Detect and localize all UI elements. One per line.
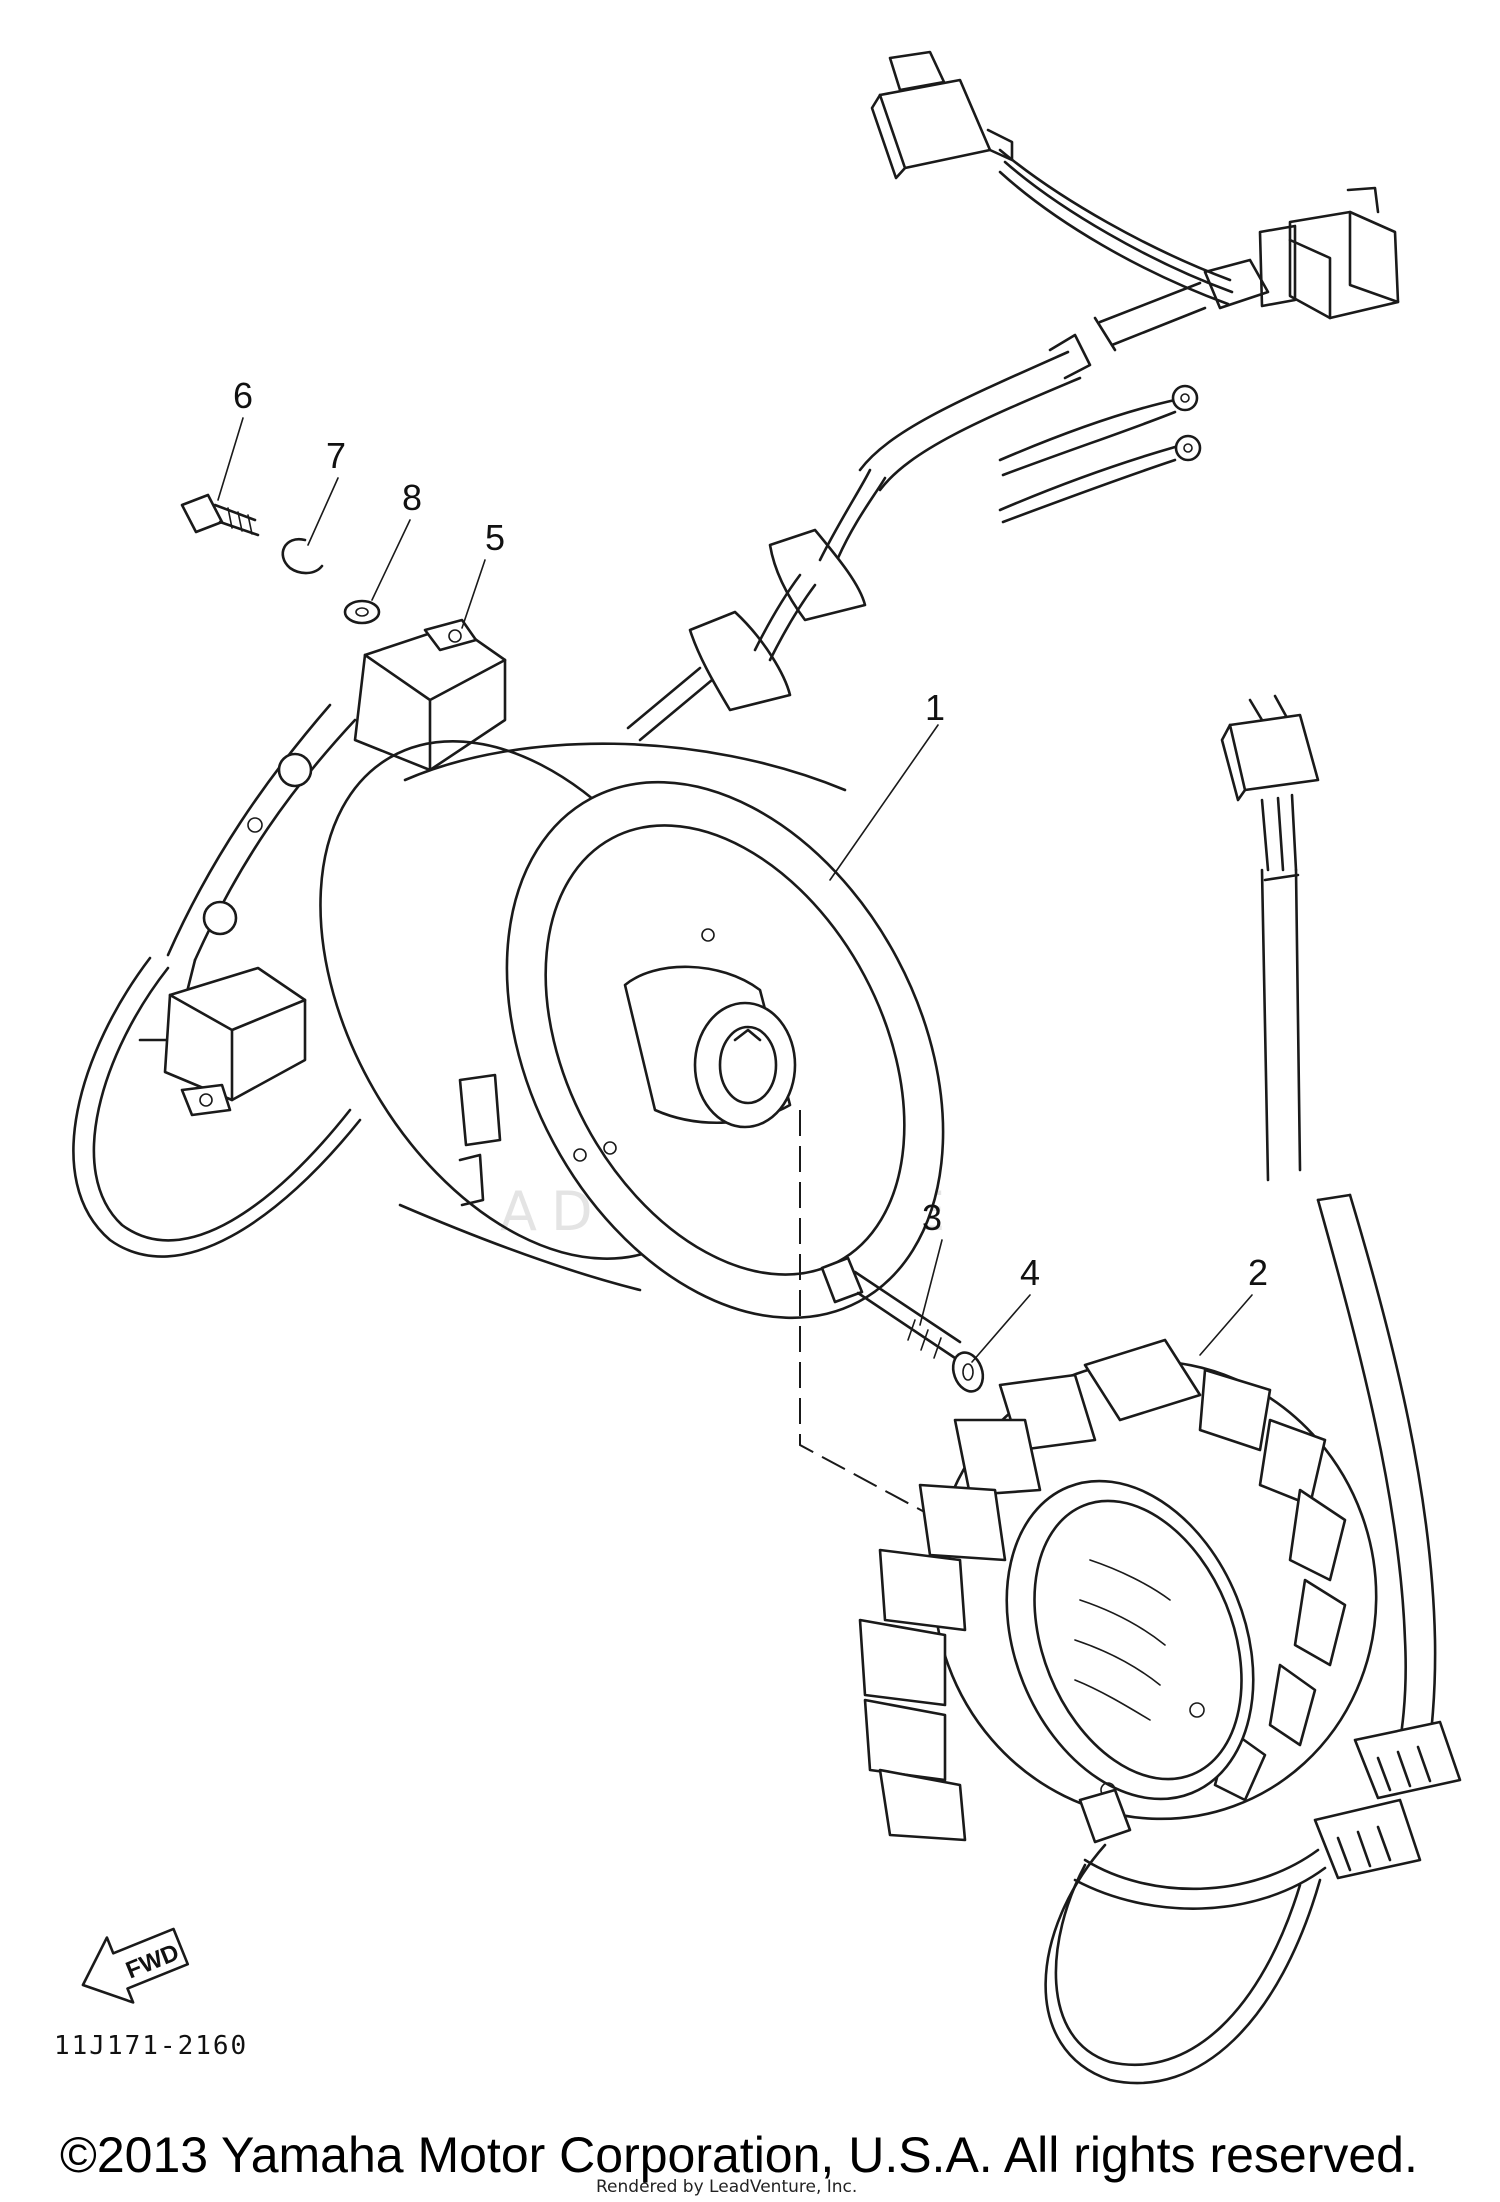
clip-7: [281, 537, 324, 575]
pickup-coil-assembly: [72, 618, 507, 1258]
copyright-text: ©2013 Yamaha Motor Corporation, U.S.A. A…: [60, 2127, 1418, 2183]
callout-8: 8: [402, 477, 422, 518]
callout-4: 4: [1020, 1252, 1040, 1293]
wire-harness-right: [1044, 694, 1462, 2085]
washer-8: [343, 599, 381, 625]
bolt-3: [820, 1256, 962, 1360]
callout-numbers: 1 2 3 4 5 6 7 8: [233, 375, 1268, 1293]
fwd-arrow: FWD: [81, 1927, 190, 2004]
rendered-by-text: Rendered by LeadVenture, Inc.: [596, 2177, 857, 2197]
callout-6: 6: [233, 375, 253, 416]
callout-2: 2: [1248, 1252, 1268, 1293]
callout-7: 7: [326, 435, 346, 476]
flywheel-rotor: [319, 740, 945, 1320]
callout-5: 5: [485, 517, 505, 558]
callout-1: 1: [925, 687, 945, 728]
wire-harness-top: [626, 50, 1400, 742]
diagram-code: 11J171-2160: [54, 2031, 248, 2061]
assembly-centerline: [799, 1110, 931, 1516]
washer-4: [951, 1351, 985, 1393]
callout-3: 3: [922, 1197, 942, 1238]
stator: [858, 1338, 1378, 1844]
leader-lines: [217, 417, 1253, 1363]
bolt-6: [180, 493, 260, 537]
